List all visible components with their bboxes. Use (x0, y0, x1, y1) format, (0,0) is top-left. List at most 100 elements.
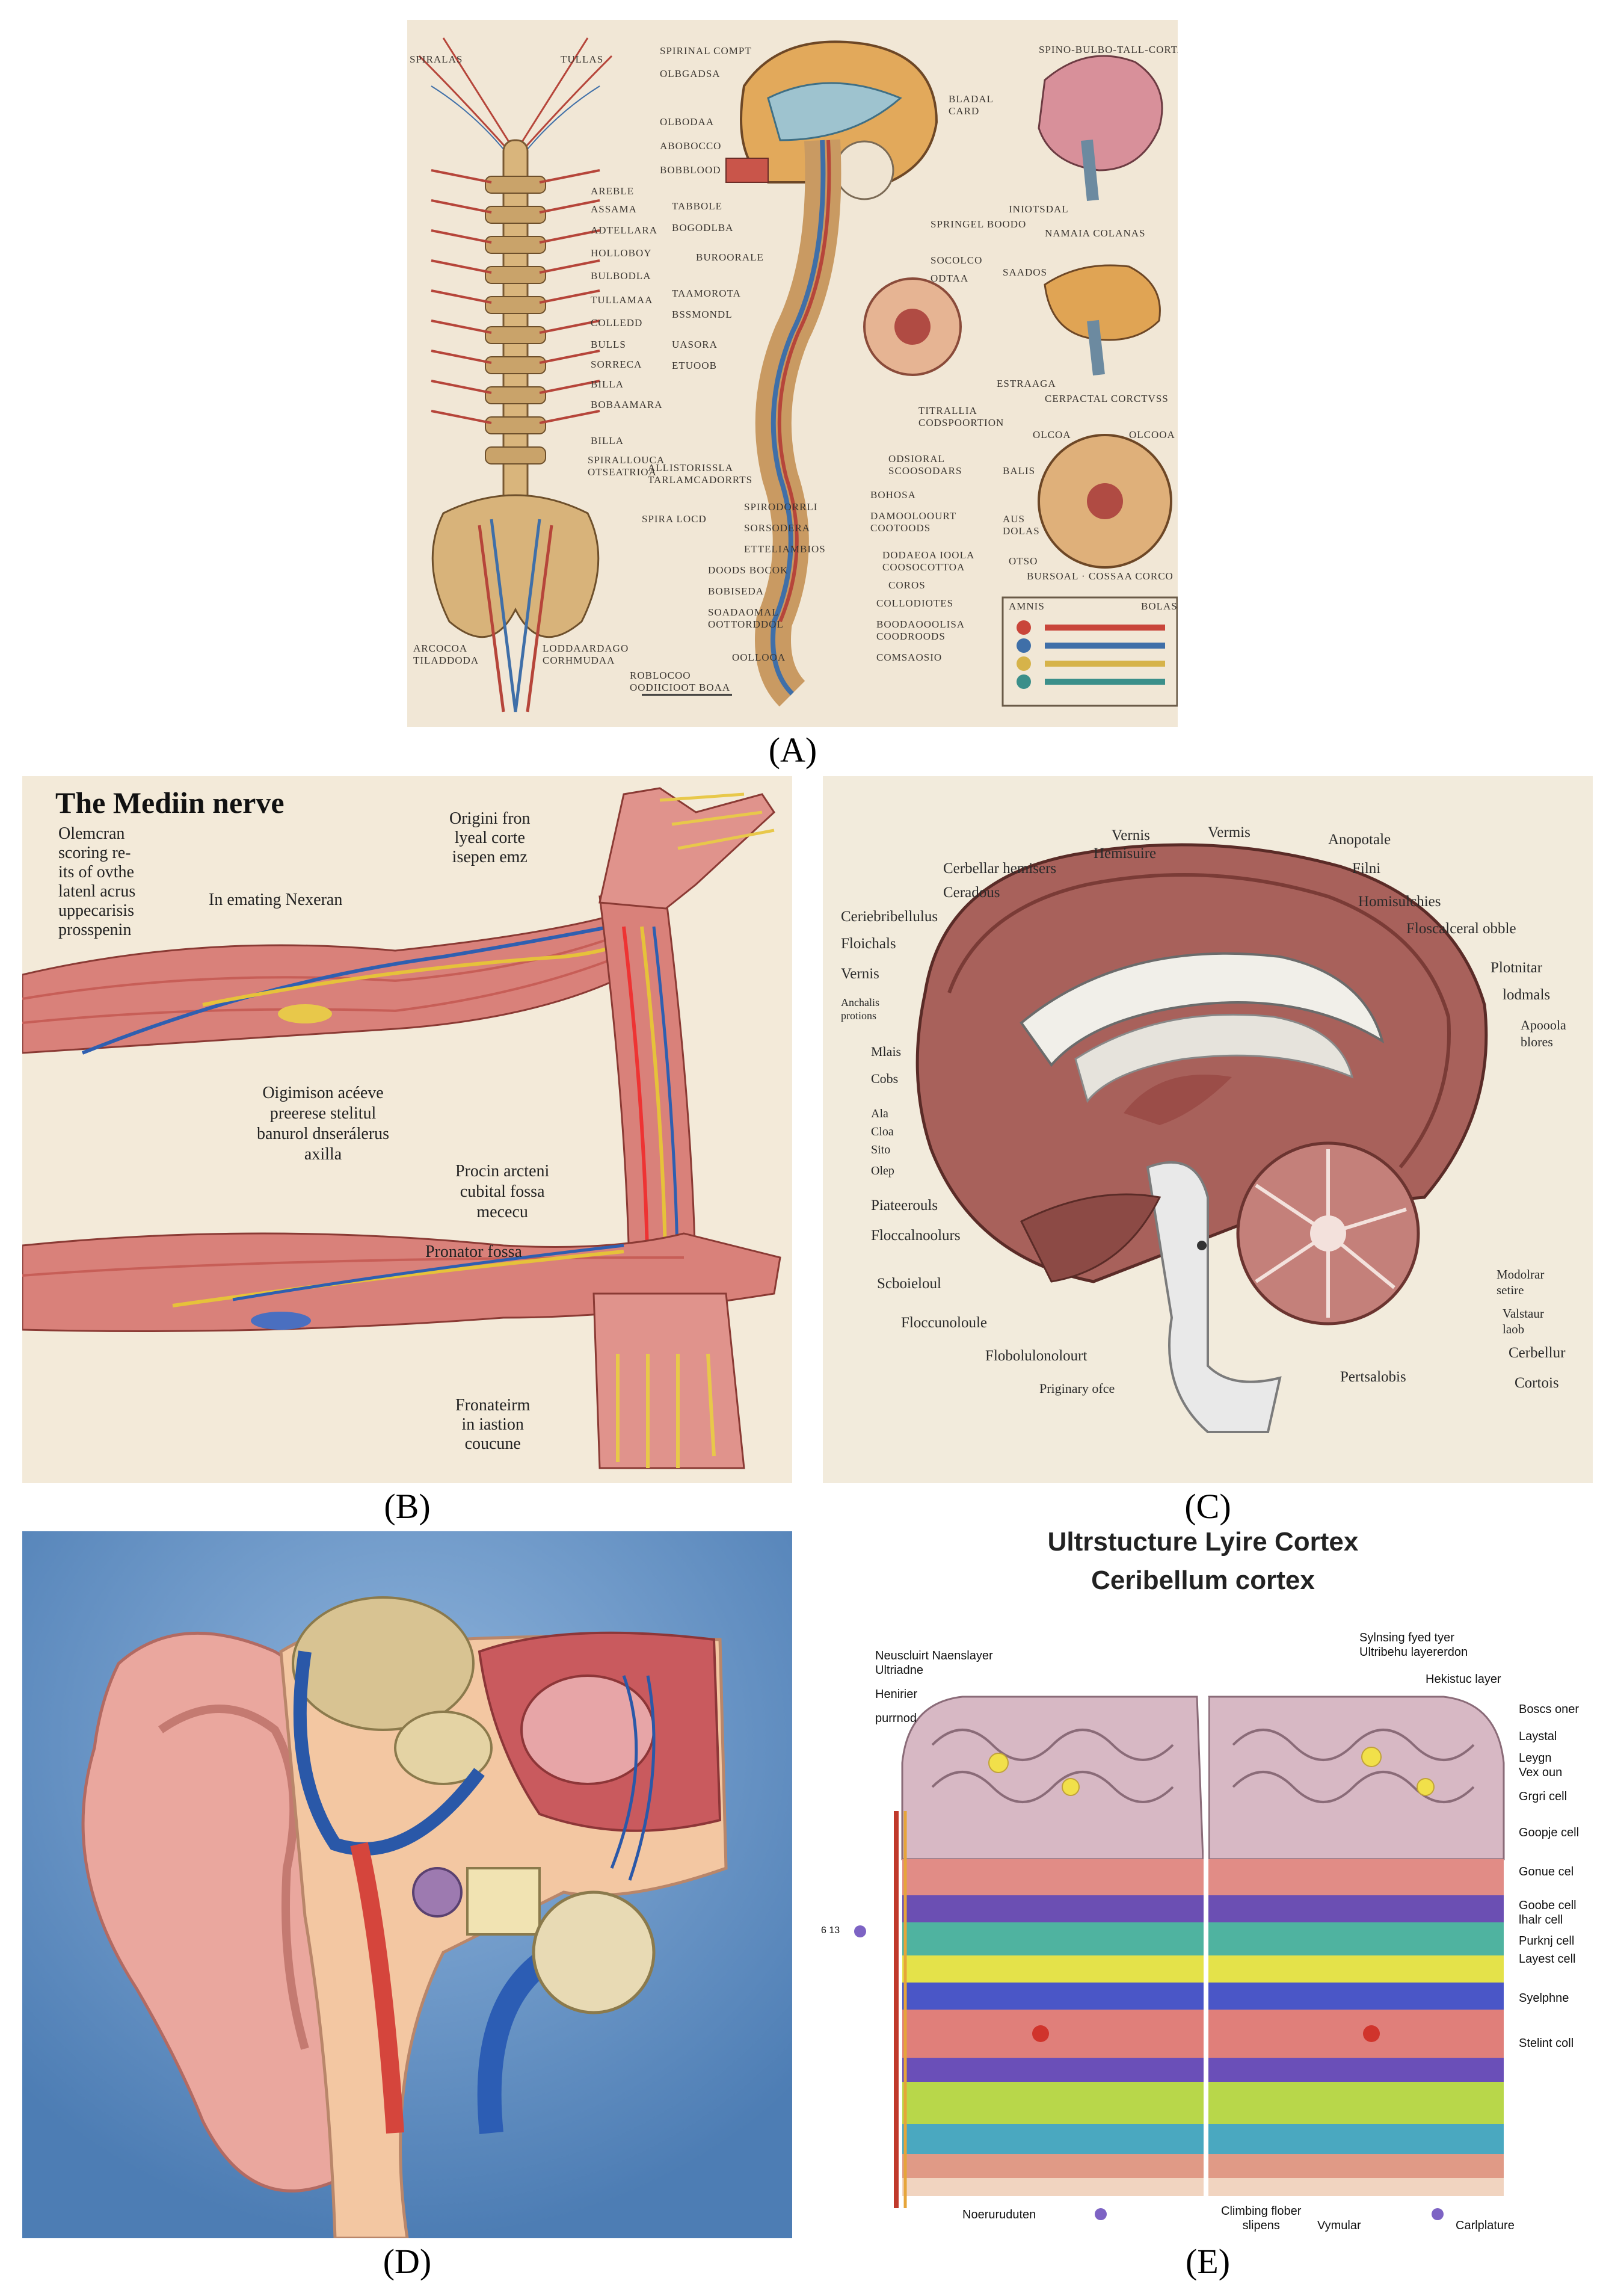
label-t3: NAMAIA COLANAS (1045, 227, 1146, 239)
panel-c-cerebellum: Vernis Vermis Anopotale Hemisuire Filni … (823, 776, 1593, 1483)
label-a11: SORRECA (591, 359, 642, 370)
panel-a-art (418, 37, 1178, 712)
panel-d-ear (22, 1531, 792, 2238)
label-t8: OLCOOA (1129, 429, 1175, 440)
label-c-cortois: Cortois (1515, 1375, 1559, 1391)
label-a7: BULBODLA (591, 270, 651, 282)
label-b-forearm: Fronateirm in iastion coucune (455, 1396, 531, 1453)
caption-a: (A) (768, 730, 817, 770)
panel-c-art (915, 843, 1488, 1433)
panel-e-cerebellar-cortex: Neuscluirt Naenslayer Ultriadne Henirier… (812, 1606, 1588, 2244)
label-e-bottom2: Climbing flober slipens (1221, 2205, 1302, 2232)
label-e-purknj: Purknj cell (1519, 1934, 1575, 1948)
brain-sagittal (725, 40, 962, 707)
label-m7: TABBOLE (672, 200, 723, 212)
label-r2: SOCOLCO (931, 255, 983, 266)
label-a12: BILLA (591, 378, 624, 390)
label-c-cobs: Cobs (871, 1071, 899, 1086)
label-a17: ARCOCOA TILADDODA (413, 643, 479, 666)
label-r11: BOODAOOOLISA COODROODS (876, 619, 965, 642)
label-c-olep: Olep (871, 1164, 894, 1177)
label-t11: OTSO (1009, 555, 1038, 567)
panel-e-art (854, 1696, 1505, 2220)
label-c-sito: Sito (871, 1143, 891, 1156)
label-m17: ETTELIAMBIOS (744, 543, 826, 555)
label-m3: BLADAL CARD (949, 93, 994, 117)
label-t10: AUS DOLAS (1003, 513, 1040, 537)
label-e-gonue: Gonue cel (1519, 1865, 1574, 1878)
label-r3: ODTAA (931, 273, 969, 284)
label-c-apooola: Apooola blores (1521, 1017, 1566, 1049)
label-a5: ADTELLARA (591, 224, 657, 236)
caption-d: (D) (383, 2242, 432, 2281)
label-c-vermis2: Vermis (1208, 824, 1251, 841)
label-m18: DOODS BOCOK (708, 564, 789, 576)
panel-e-title-line1: Ultrstucture Lyire Cortex (1047, 1527, 1359, 1557)
label-a18: LODDAARDAGO CORHMUDAA (543, 643, 629, 666)
label-e-boscs: Boscs oner (1519, 1703, 1580, 1716)
label-r12: COMSAOSIO (876, 652, 943, 663)
label-e-bottom4: Carlplature (1456, 2219, 1515, 2232)
label-c-mlais: Mlais (871, 1044, 902, 1059)
label-c-hemisuire: Hemisuire (1094, 845, 1157, 862)
label-m21: OOLLOOA (732, 652, 786, 663)
caption-c: (C) (1184, 1487, 1231, 1526)
label-r9: COROS (888, 579, 926, 591)
label-c-modolrar: Modolrar setire (1497, 1267, 1545, 1297)
label-e-bottom1: Noeruruduten (962, 2208, 1036, 2221)
label-m11: BSSMONDL (672, 309, 733, 320)
label-r5: ODSIORAL SCOOSODARS (888, 453, 962, 477)
label-c-piateerouls: Piateerouls (871, 1197, 938, 1214)
label-a16: SPIRA LOCD (642, 513, 707, 525)
label-c-scboieloul: Scboieloul (877, 1276, 941, 1292)
label-c-floscalceral: Floscalceral obble (1406, 921, 1516, 937)
label-c-floichals: Floichals (841, 936, 896, 952)
label-a9: COLLEDD (591, 317, 643, 329)
label-e-layest: Layest cell (1519, 1952, 1576, 1966)
label-r8: DODAEOA IOOLA COOSOCOTTOA (882, 549, 975, 573)
label-e-goobe: Goobe cell lhalr cell (1519, 1899, 1577, 1927)
label-b-innervating: In emating Nexeran (209, 890, 343, 909)
label-t6: CERPACTAL CORCTVSS (1045, 393, 1169, 404)
label-t9: BALIS (1003, 465, 1036, 477)
label-c-floccunoloule: Floccunoloule (901, 1315, 988, 1331)
label-e-grgri: Grgri cell (1519, 1790, 1567, 1803)
label-t4: SAADOS (1003, 267, 1048, 278)
label-a3: AREBLE (591, 185, 635, 197)
label-e-leygn: Leygn Vex oun (1519, 1751, 1563, 1779)
panel-a-legend (1001, 596, 1178, 707)
label-m1: SPIRINAL COMPT (660, 45, 752, 57)
panel-b-title: The Mediin nerve (55, 786, 285, 819)
label-m15: SPIRODORRLI (744, 501, 818, 513)
label-m6: BOBBLOOD (660, 164, 721, 176)
label-e-goopje: Goopje cell (1519, 1826, 1580, 1839)
spinal-column (418, 37, 613, 712)
label-m22: ROBLOCOO OODIICIOOT BOAA (630, 670, 731, 693)
label-a8: TULLAMAA (591, 294, 653, 306)
label-t5: ESTRAAGA (997, 378, 1056, 389)
label-m16: SORSODERA (744, 522, 811, 534)
label-e-left1: Neuscluirt Naenslayer Ultriadne (875, 1649, 993, 1677)
label-t12: BURSOAL · COSSAA CORCO (1027, 570, 1174, 582)
label-c-cerebellar-hem: Cerbellar hemisers (943, 860, 1057, 877)
label-b-top-left: Olemcran scoring re- its of ovthe latenl… (58, 824, 136, 939)
label-c-ala: Ala (871, 1107, 888, 1120)
label-r6: BOHOSA (870, 489, 916, 501)
label-b-cubital: Procin arcteni cubital fossa mececu (455, 1162, 550, 1221)
label-m9: BUROORALE (696, 252, 764, 263)
label-e-bottom3: Vymular (1317, 2219, 1361, 2232)
label-t1: SPINO-BULBO-TALL-CORTAC (1039, 44, 1178, 55)
panel-a-spinal-illustration: SPIRALAS TULLAS AREBLE ASSAMA ADTELLARA … (407, 20, 1178, 727)
label-m2: OLBGADSA (660, 68, 721, 79)
label-m10: TAAMOROTA (672, 288, 741, 299)
label-a1: SPIRALAS (410, 54, 463, 65)
panel-b-median-nerve: The Mediin nerve Olemcran scoring re- it… (22, 776, 792, 1483)
label-a4: ASSAMA (591, 203, 637, 215)
label-legend-1: AMNIS (1009, 600, 1045, 612)
label-r4: TITRALLIA CODSPOORTION (918, 405, 1004, 428)
label-m19: BOBISEDA (708, 585, 765, 597)
label-c-cerbellur: Cerbellur (1509, 1345, 1566, 1361)
label-b-pronator: Pronator fossa (425, 1242, 522, 1261)
panel-d-art (22, 1531, 792, 2238)
label-c-vermis1: Vernis (1112, 827, 1150, 844)
